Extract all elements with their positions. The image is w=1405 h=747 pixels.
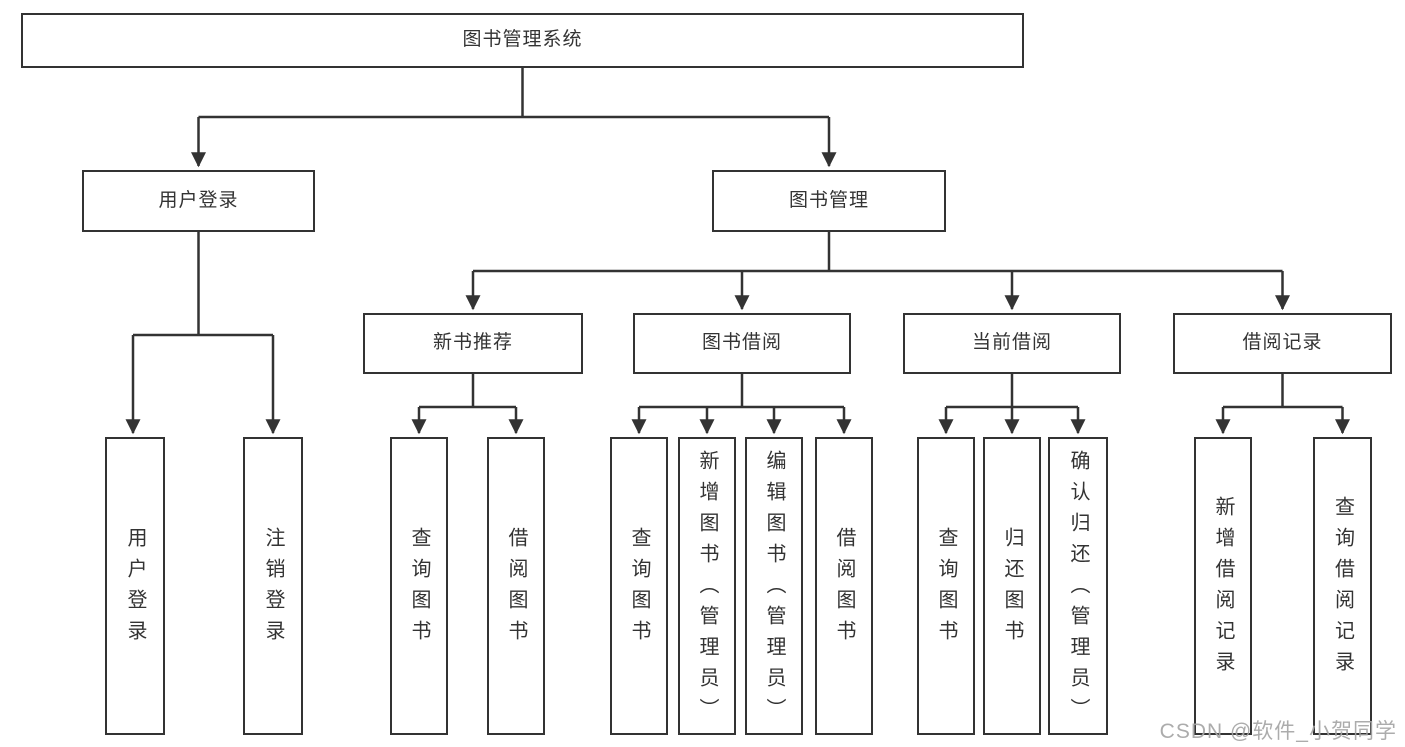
- leaf-query-borrow-record: 查询借阅记录: [1313, 437, 1372, 735]
- node-borrow-records: 借阅记录: [1173, 313, 1392, 374]
- leaf-query-books-3: 查询图书: [917, 437, 975, 735]
- leaf-borrow-books-2: 借阅图书: [815, 437, 873, 735]
- leaf-query-books-1: 查询图书: [390, 437, 448, 735]
- leaf-add-books-admin: 新增图书（管理员）: [678, 437, 736, 735]
- csdn-watermark: CSDN @软件_小贺同学: [1159, 720, 1397, 743]
- node-current-borrow: 当前借阅: [903, 313, 1121, 374]
- node-library-system: 图书管理系统: [21, 13, 1024, 68]
- leaf-return-books: 归还图书: [983, 437, 1041, 735]
- node-new-book-recommend: 新书推荐: [363, 313, 583, 374]
- leaf-borrow-books-1: 借阅图书: [487, 437, 545, 735]
- node-book-borrow: 图书借阅: [633, 313, 851, 374]
- node-book-management: 图书管理: [712, 170, 946, 232]
- leaf-edit-books-admin: 编辑图书（管理员）: [745, 437, 803, 735]
- leaf-query-books-2: 查询图书: [610, 437, 668, 735]
- node-user-login: 用户登录: [82, 170, 315, 232]
- leaf-logout: 注销登录: [243, 437, 303, 735]
- leaf-user-login: 用户登录: [105, 437, 165, 735]
- leaf-add-borrow-record: 新增借阅记录: [1194, 437, 1252, 735]
- leaf-confirm-return-admin: 确认归还（管理员）: [1048, 437, 1108, 735]
